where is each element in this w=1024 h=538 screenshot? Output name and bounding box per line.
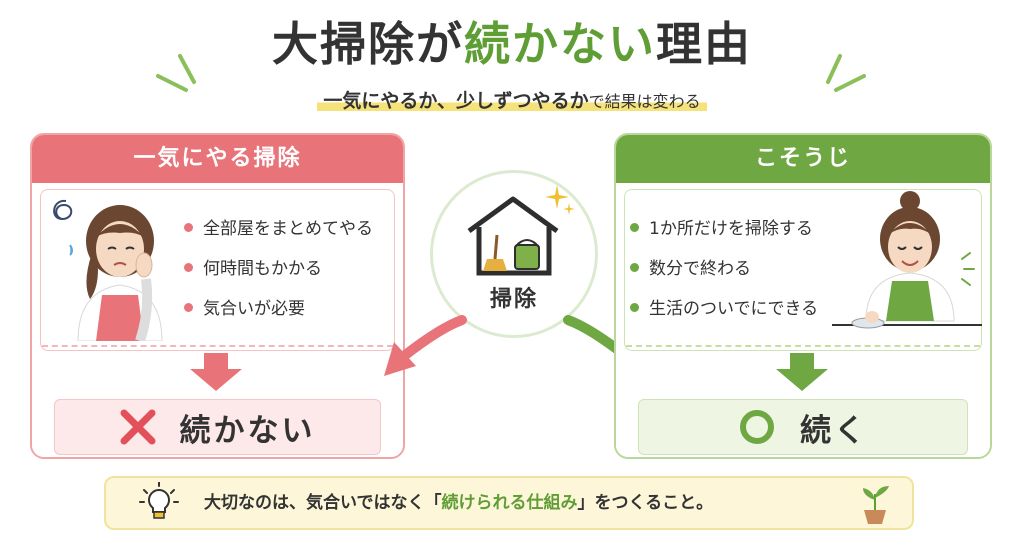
panel-heading: 一気にやる掃除 <box>32 135 403 183</box>
subtitle-strong: 一気にやるか、少しずつやるか <box>323 90 589 112</box>
result-label: 続かない <box>179 412 316 449</box>
bullet-dot <box>184 262 193 272</box>
curve-arrow-left-icon <box>384 315 467 376</box>
bottom-highlight: 続けられる仕組み <box>441 493 578 513</box>
down-arrow-icon <box>776 353 828 391</box>
spark-lines-right-icon <box>826 54 866 92</box>
title-rest: 理由 <box>656 17 752 71</box>
page-title: 大掃除が続かない理由 <box>0 8 1024 74</box>
subtitle-wrap: 一気にやるか、少しずつやるかで結果は変わる <box>0 86 1024 113</box>
center-label: 掃除 <box>489 287 538 312</box>
worried-woman-icon <box>53 199 163 341</box>
inner-card <box>624 189 982 351</box>
subtitle-weak: で結果は変わる <box>588 92 701 111</box>
dashed-divider <box>42 345 393 347</box>
list-item: 何時間もかかる <box>184 249 373 289</box>
bullet-list: 全部屋をまとめてやる 何時間もかかる 気合いが必要 <box>184 209 373 329</box>
bullet-dot <box>184 302 193 312</box>
result-box: 続かない <box>54 399 381 455</box>
panel-kosouji: こそうじ 1か所だけを掃除する 数分で終わる 生活のついでにできる <box>614 133 992 459</box>
list-item: 生活のついでにできる <box>630 289 818 329</box>
lightbulb-icon <box>139 482 179 519</box>
dashed-divider <box>626 345 980 347</box>
bottom-banner: 大切なのは、気合いではなく「続けられる仕組み」をつくること。 <box>104 476 914 530</box>
list-item: 気合いが必要 <box>184 289 373 329</box>
bullet-dot <box>630 262 639 272</box>
bullet-dot <box>630 302 639 312</box>
plant-icon <box>863 486 889 524</box>
panel-body: 1か所だけを掃除する 数分で終わる 生活のついでにできる <box>616 183 990 457</box>
inner-card <box>40 189 395 351</box>
title-main: 大掃除が <box>272 17 464 71</box>
result-box: 続く <box>638 399 968 455</box>
panel-body: 全部屋をまとめてやる 何時間もかかる 気合いが必要 続かない <box>32 183 403 457</box>
house-broom-bucket-icon <box>467 196 559 276</box>
title-accent: 続かない <box>464 17 656 71</box>
subtitle: 一気にやるか、少しずつやるかで結果は変わる <box>317 86 707 113</box>
panel-heading: こそうじ <box>616 135 990 183</box>
down-arrow-icon <box>190 353 242 391</box>
bullet-list: 1か所だけを掃除する 数分で終わる 生活のついでにできる <box>630 209 818 329</box>
list-item: 1か所だけを掃除する <box>630 209 818 249</box>
sparkle-icon <box>545 185 575 215</box>
result-label: 続く <box>800 412 868 449</box>
happy-woman-icon <box>832 191 982 329</box>
spark-lines-left-icon <box>156 54 196 92</box>
panel-one-go-cleaning: 一気にやる掃除 全部屋をまとめてやる <box>30 133 405 459</box>
bullet-dot <box>630 222 639 232</box>
list-item: 全部屋をまとめてやる <box>184 209 373 249</box>
cross-icon <box>120 409 156 445</box>
list-item: 数分で終わる <box>630 249 818 289</box>
bullet-dot <box>184 222 193 232</box>
center-cleaning-circle: 掃除 <box>430 170 598 338</box>
bottom-message: 大切なのは、気合いではなく「続けられる仕組み」をつくること。 <box>204 493 714 513</box>
circle-icon <box>738 408 776 446</box>
